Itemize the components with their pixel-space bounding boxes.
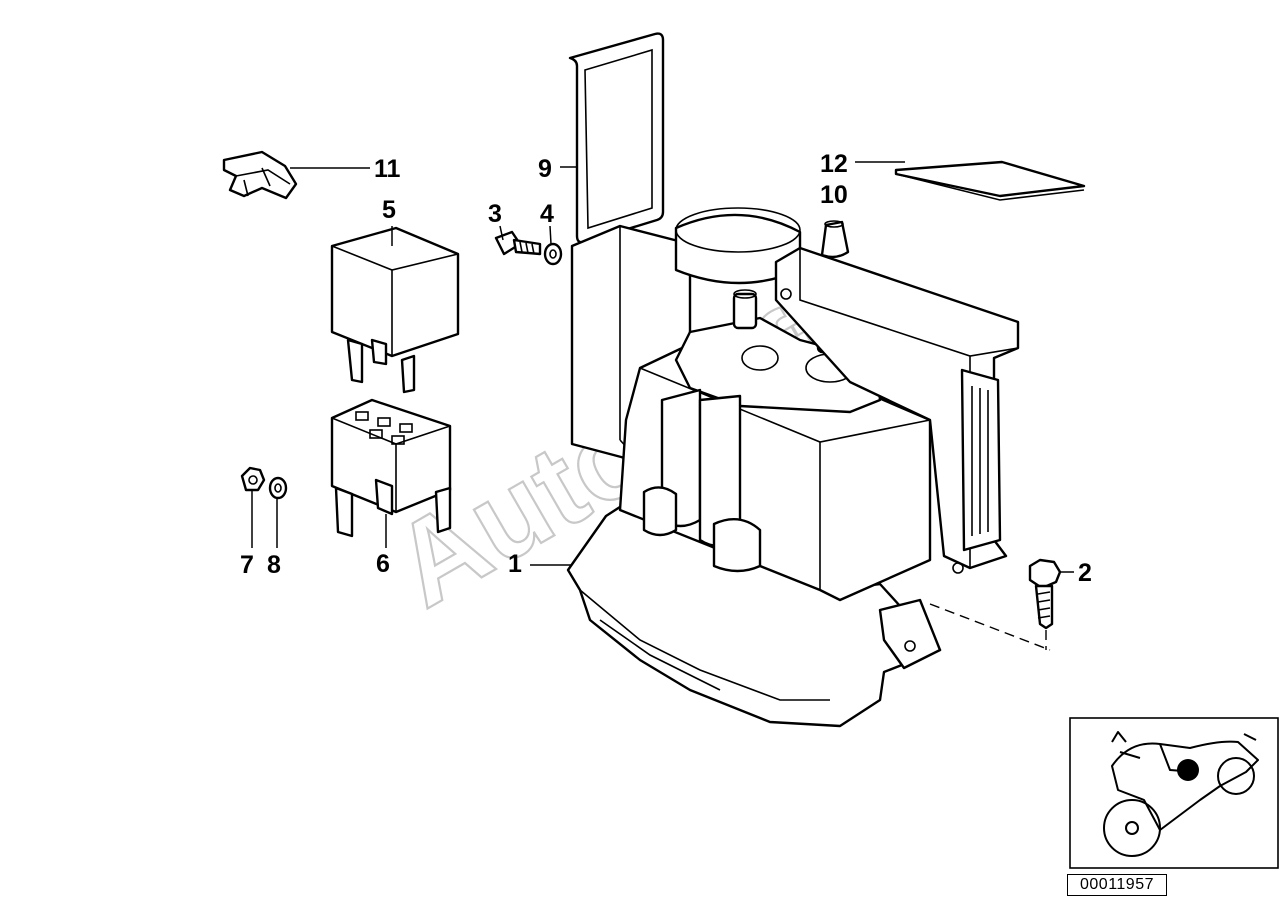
callout-6: 6 [376, 550, 390, 578]
bolt-axis-line [929, 603, 1051, 651]
callout-8: 8 [267, 551, 281, 579]
leader-3 [499, 225, 504, 241]
part-6-relay-socket[interactable] [330, 398, 452, 538]
callout-7: 7 [240, 551, 254, 579]
part-9-gasket[interactable] [568, 32, 665, 244]
part-10-cap[interactable] [820, 220, 850, 259]
location-thumbnail [1069, 717, 1279, 869]
leader-4 [549, 225, 552, 245]
callout-2: 2 [1078, 559, 1092, 587]
diagram-code-label: 00011957 [1067, 874, 1167, 896]
callout-3: 3 [488, 200, 502, 228]
part-1-abs-unit[interactable] [566, 207, 1020, 728]
callout-4: 4 [540, 200, 554, 228]
part-8-washer[interactable] [268, 476, 288, 500]
callout-5: 5 [382, 196, 396, 224]
part-11-clip[interactable] [222, 150, 298, 200]
part-7-nut[interactable] [240, 466, 266, 492]
motorcycle-icon [1103, 731, 1259, 857]
callout-11: 11 [374, 155, 401, 183]
callout-12: 12 [820, 150, 848, 178]
part-4-washer[interactable] [543, 242, 563, 266]
part-5-relay[interactable] [330, 226, 460, 394]
location-marker [1177, 759, 1199, 781]
part-12-label-plate[interactable] [894, 160, 1086, 201]
callout-10: 10 [820, 181, 848, 209]
callout-9: 9 [538, 155, 552, 183]
callout-1: 1 [508, 550, 522, 578]
part-2-bolt[interactable] [1028, 558, 1062, 630]
